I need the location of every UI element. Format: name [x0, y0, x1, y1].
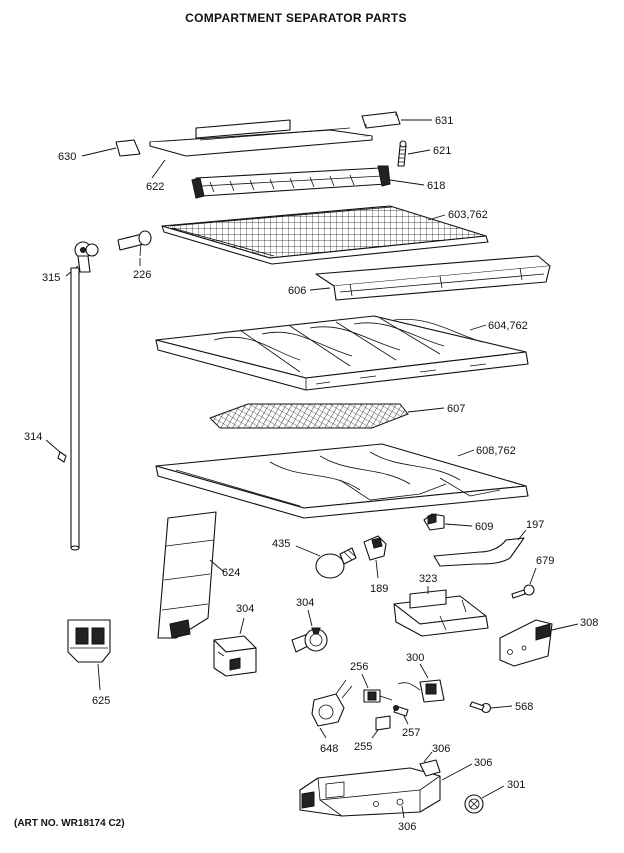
callout-189: 189 — [370, 583, 388, 595]
callout-308: 308 — [580, 617, 598, 629]
callout-306-top: 306 — [432, 743, 450, 755]
part-301 — [464, 794, 484, 814]
part-603-shelf — [161, 205, 489, 265]
part-630 — [115, 139, 141, 157]
callout-226: 226 — [133, 269, 151, 281]
callout-256: 256 — [350, 661, 368, 673]
part-624 — [157, 511, 217, 639]
callout-435: 435 — [272, 538, 290, 550]
part-300 — [397, 679, 445, 703]
part-625 — [67, 619, 111, 663]
callout-648: 648 — [320, 743, 338, 755]
callout-606: 606 — [288, 285, 306, 297]
callout-679: 679 — [536, 555, 554, 567]
part-308 — [499, 619, 553, 667]
part-608-pan — [155, 443, 529, 519]
part-314-rod — [57, 267, 80, 551]
callout-315: 315 — [42, 272, 60, 284]
part-648 — [311, 679, 353, 727]
part-323 — [393, 589, 489, 637]
callout-304-block: 304 — [236, 603, 254, 615]
callout-197: 197 — [526, 519, 544, 531]
part-606 — [315, 255, 551, 301]
part-315 — [74, 241, 99, 273]
callout-255: 255 — [354, 741, 372, 753]
callout-257: 257 — [402, 727, 420, 739]
callout-625: 625 — [92, 695, 110, 707]
part-255 — [375, 715, 391, 731]
callout-314: 314 — [24, 431, 42, 443]
callout-624: 624 — [222, 567, 240, 579]
part-197 — [433, 537, 525, 567]
callout-304-knob: 304 — [296, 597, 314, 609]
part-604-pan — [155, 315, 529, 391]
callout-618: 618 — [427, 180, 445, 192]
callout-568: 568 — [515, 701, 533, 713]
callout-622: 622 — [146, 181, 164, 193]
part-568 — [469, 701, 492, 714]
callout-306-bottom: 306 — [398, 821, 416, 833]
part-631 — [361, 111, 401, 129]
part-304-block — [213, 635, 257, 677]
callout-301: 301 — [507, 779, 525, 791]
part-257 — [393, 705, 409, 717]
part-679 — [511, 584, 535, 599]
callout-608-762: 608,762 — [476, 445, 516, 457]
part-609 — [423, 513, 445, 531]
part-621 — [397, 140, 407, 167]
part-304-knob — [291, 627, 328, 653]
callout-323: 323 — [419, 573, 437, 585]
part-256 — [363, 689, 393, 703]
callout-603-762: 603,762 — [448, 209, 488, 221]
part-618 — [191, 165, 391, 199]
callout-300: 300 — [406, 652, 424, 664]
callout-604-762: 604,762 — [488, 320, 528, 332]
callout-631: 631 — [435, 115, 453, 127]
part-306 — [299, 759, 441, 817]
callout-621: 621 — [433, 145, 451, 157]
callout-609: 609 — [475, 521, 493, 533]
part-607 — [209, 403, 409, 429]
diagram-title: COMPARTMENT SEPARATOR PARTS — [185, 11, 407, 25]
part-226 — [117, 230, 152, 257]
part-435 — [315, 547, 357, 579]
part-622 — [149, 119, 373, 157]
callout-607: 607 — [447, 403, 465, 415]
callout-306-right: 306 — [474, 757, 492, 769]
art-number: (ART NO. WR18174 C2) — [14, 818, 125, 829]
callout-630: 630 — [58, 151, 76, 163]
part-189 — [363, 535, 387, 561]
